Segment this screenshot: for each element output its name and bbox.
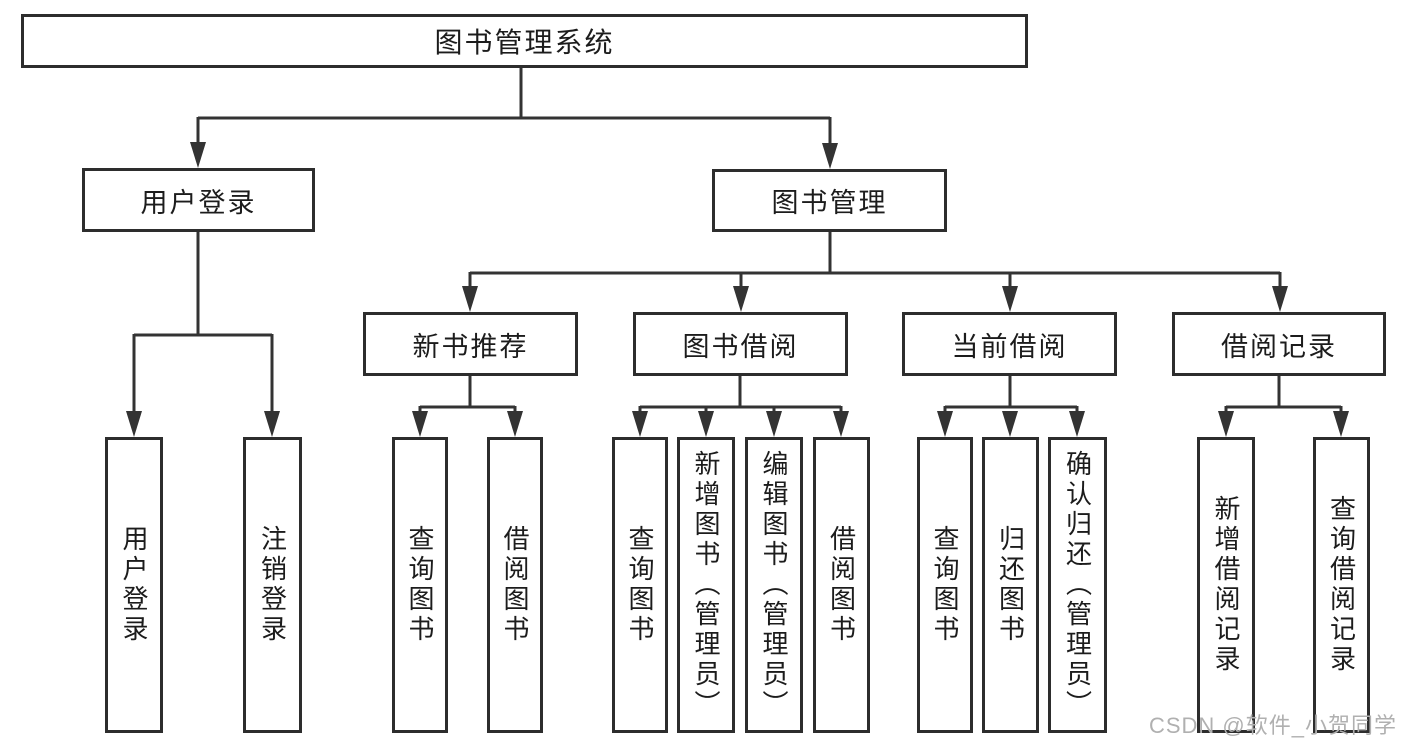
leaf-add-borrow-record: 新增借阅记录	[1197, 437, 1255, 733]
arrow-down-icon	[1002, 411, 1018, 437]
leaf-logout-label: 注销登录	[257, 525, 288, 645]
node-book-borrowing: 图书借阅	[633, 312, 848, 376]
watermark: CSDN @软件_小贺同学	[1148, 713, 1397, 738]
arrow-down-icon	[190, 142, 206, 168]
leaf-borrow-books-recommend: 借阅图书	[487, 437, 543, 733]
arrow-down-icon	[937, 411, 953, 437]
arrow-down-icon	[766, 411, 782, 437]
leaf-confirm-return-admin-label: 确认归还（管理员）	[1062, 450, 1093, 720]
leaf-query-books-recommend-label: 查询图书	[405, 525, 435, 645]
node-user-login-label: 用户登录	[140, 187, 257, 218]
node-current-borrowing-label: 当前借阅	[951, 331, 1068, 362]
leaf-confirm-return-admin: 确认归还（管理员）	[1048, 437, 1107, 733]
arrow-down-icon	[822, 143, 838, 169]
arrow-down-icon	[507, 411, 523, 437]
node-book-management: 图书管理	[712, 169, 947, 232]
leaf-edit-books-admin-label: 编辑图书（管理员）	[759, 450, 789, 720]
node-new-book-recommendation-label: 新书推荐	[412, 331, 529, 362]
arrow-down-icon	[462, 286, 478, 312]
leaf-user-login-label: 用户登录	[119, 525, 149, 645]
leaf-add-borrow-record-label: 新增借阅记录	[1211, 495, 1241, 675]
leaf-edit-books-admin: 编辑图书（管理员）	[745, 437, 803, 733]
leaf-query-books-borrowing: 查询图书	[612, 437, 668, 733]
leaf-logout: 注销登录	[243, 437, 302, 733]
leaf-query-books-current-label: 查询图书	[930, 525, 960, 645]
leaf-query-borrow-record: 查询借阅记录	[1313, 437, 1370, 733]
arrow-down-icon	[632, 411, 648, 437]
arrow-down-icon	[1218, 411, 1234, 437]
leaf-add-books-admin: 新增图书（管理员）	[677, 437, 735, 733]
leaf-add-books-admin-label: 新增图书（管理员）	[691, 450, 721, 720]
node-borrowing-records: 借阅记录	[1172, 312, 1386, 376]
arrow-down-icon	[126, 411, 142, 437]
leaf-query-borrow-record-label: 查询借阅记录	[1326, 495, 1357, 675]
node-book-management-label: 图书管理	[771, 188, 888, 218]
leaf-query-books-recommend: 查询图书	[392, 437, 448, 733]
node-book-borrowing-label: 图书借阅	[682, 331, 799, 362]
leaf-query-books-current: 查询图书	[917, 437, 973, 733]
arrow-down-icon	[1272, 286, 1288, 312]
leaf-return-books-label: 归还图书	[995, 525, 1026, 645]
node-user-login: 用户登录	[82, 168, 315, 232]
node-root: 图书管理系统	[21, 14, 1028, 68]
arrow-down-icon	[733, 286, 749, 312]
arrow-down-icon	[412, 411, 428, 437]
arrow-down-icon	[1069, 411, 1085, 437]
node-borrowing-records-label: 借阅记录	[1221, 331, 1337, 362]
arrow-down-icon	[1333, 411, 1349, 437]
leaf-borrow-books-recommend-label: 借阅图书	[500, 525, 530, 645]
arrow-down-icon	[264, 411, 280, 437]
arrow-down-icon	[833, 411, 849, 437]
node-root-label: 图书管理系统	[434, 27, 615, 58]
node-current-borrowing: 当前借阅	[902, 312, 1117, 376]
leaf-return-books: 归还图书	[982, 437, 1039, 733]
arrow-down-icon	[698, 411, 714, 437]
leaf-borrow-books-borrowing: 借阅图书	[813, 437, 870, 733]
leaf-query-books-borrowing-label: 查询图书	[625, 525, 655, 645]
leaf-borrow-books-borrowing-label: 借阅图书	[826, 525, 857, 645]
arrow-down-icon	[1002, 286, 1018, 312]
leaf-user-login: 用户登录	[105, 437, 163, 733]
node-new-book-recommendation: 新书推荐	[363, 312, 578, 376]
